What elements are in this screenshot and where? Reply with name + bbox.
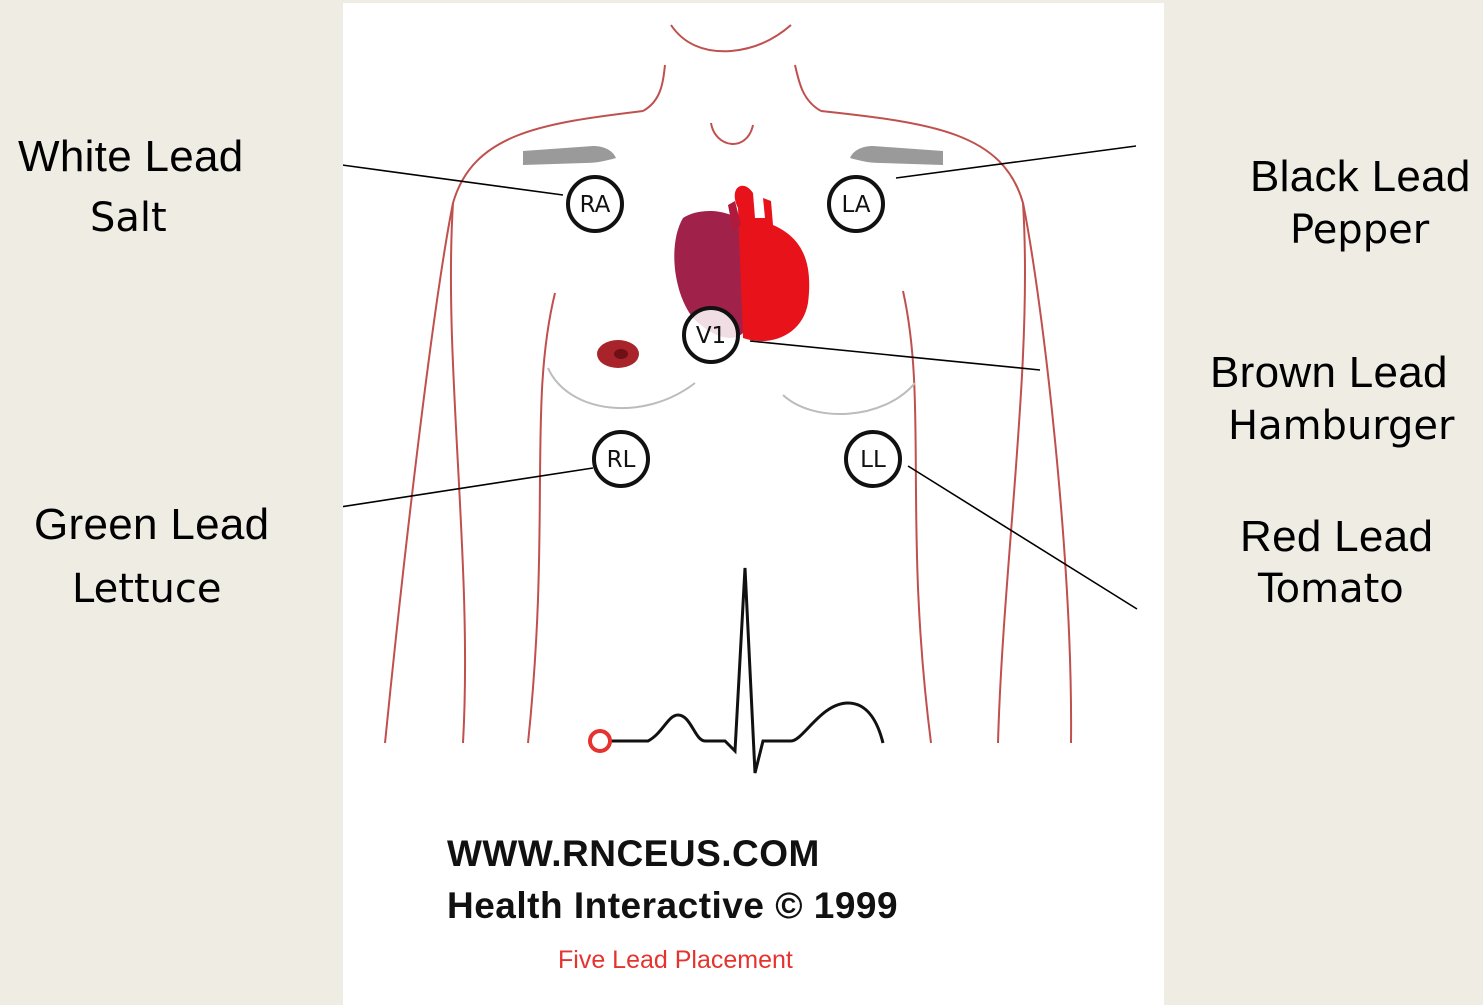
electrode-la: LA: [829, 177, 883, 231]
credit-copyright: Health Interactive © 1999: [447, 885, 898, 927]
red-lead-line: [908, 466, 1137, 609]
breast-contours: [548, 368, 915, 414]
brown-lead-food: Hamburger: [1228, 403, 1454, 449]
brown-lead-line: [750, 341, 1040, 370]
white-lead-food: Salt: [90, 195, 167, 241]
credit-url: WWW.RNCEUS.COM: [447, 833, 820, 875]
ecg-waveform: [611, 568, 883, 773]
electrode-rl: RL: [594, 432, 648, 486]
left-breast-contour: [548, 368, 695, 408]
electrode-v1-label: V1: [696, 323, 726, 349]
electrode-ra-label: RA: [580, 192, 611, 218]
electrode-la-label: LA: [841, 192, 870, 218]
sternal-notch: [711, 123, 753, 144]
left-clavicle: [523, 146, 616, 165]
green-lead-title: Green Lead: [34, 500, 269, 550]
electrode-v1: V1: [684, 308, 738, 362]
electrode-ll: LL: [846, 432, 900, 486]
green-lead-food: Lettuce: [72, 566, 222, 612]
brown-lead-title: Brown Lead: [1210, 348, 1448, 398]
diagram-caption: Five Lead Placement: [558, 946, 793, 975]
left-trunk-side: [528, 293, 555, 743]
white-lead-title: White Lead: [18, 132, 244, 182]
neck-right: [795, 65, 821, 111]
heart-right-side: [735, 186, 810, 341]
left-inner-arm: [451, 203, 465, 743]
ecg-trace: [611, 568, 883, 773]
black-lead-title: Black Lead: [1250, 152, 1471, 202]
red-lead-title: Red Lead: [1240, 512, 1433, 562]
black-lead-food: Pepper: [1290, 207, 1429, 253]
neck-left: [643, 65, 665, 111]
green-lead-line: [343, 468, 593, 515]
clavicles: [523, 146, 943, 165]
right-breast-contour: [783, 383, 915, 414]
electrode-ra: RA: [568, 177, 622, 231]
electrode-rl-label: RL: [607, 447, 636, 473]
electrode-ll-label: LL: [860, 447, 886, 473]
red-lead-food: Tomato: [1258, 566, 1404, 612]
right-clavicle: [850, 146, 943, 165]
ecg-start-marker: [590, 731, 610, 751]
white-lead-line: [343, 162, 563, 195]
neck-line: [671, 25, 791, 51]
torso-illustration-panel: RA LA V1 RL LL WWW.RNCEUS.COM Health Int…: [343, 3, 1164, 1005]
torso-outline: [385, 25, 1071, 743]
right-inner-arm: [998, 203, 1025, 743]
